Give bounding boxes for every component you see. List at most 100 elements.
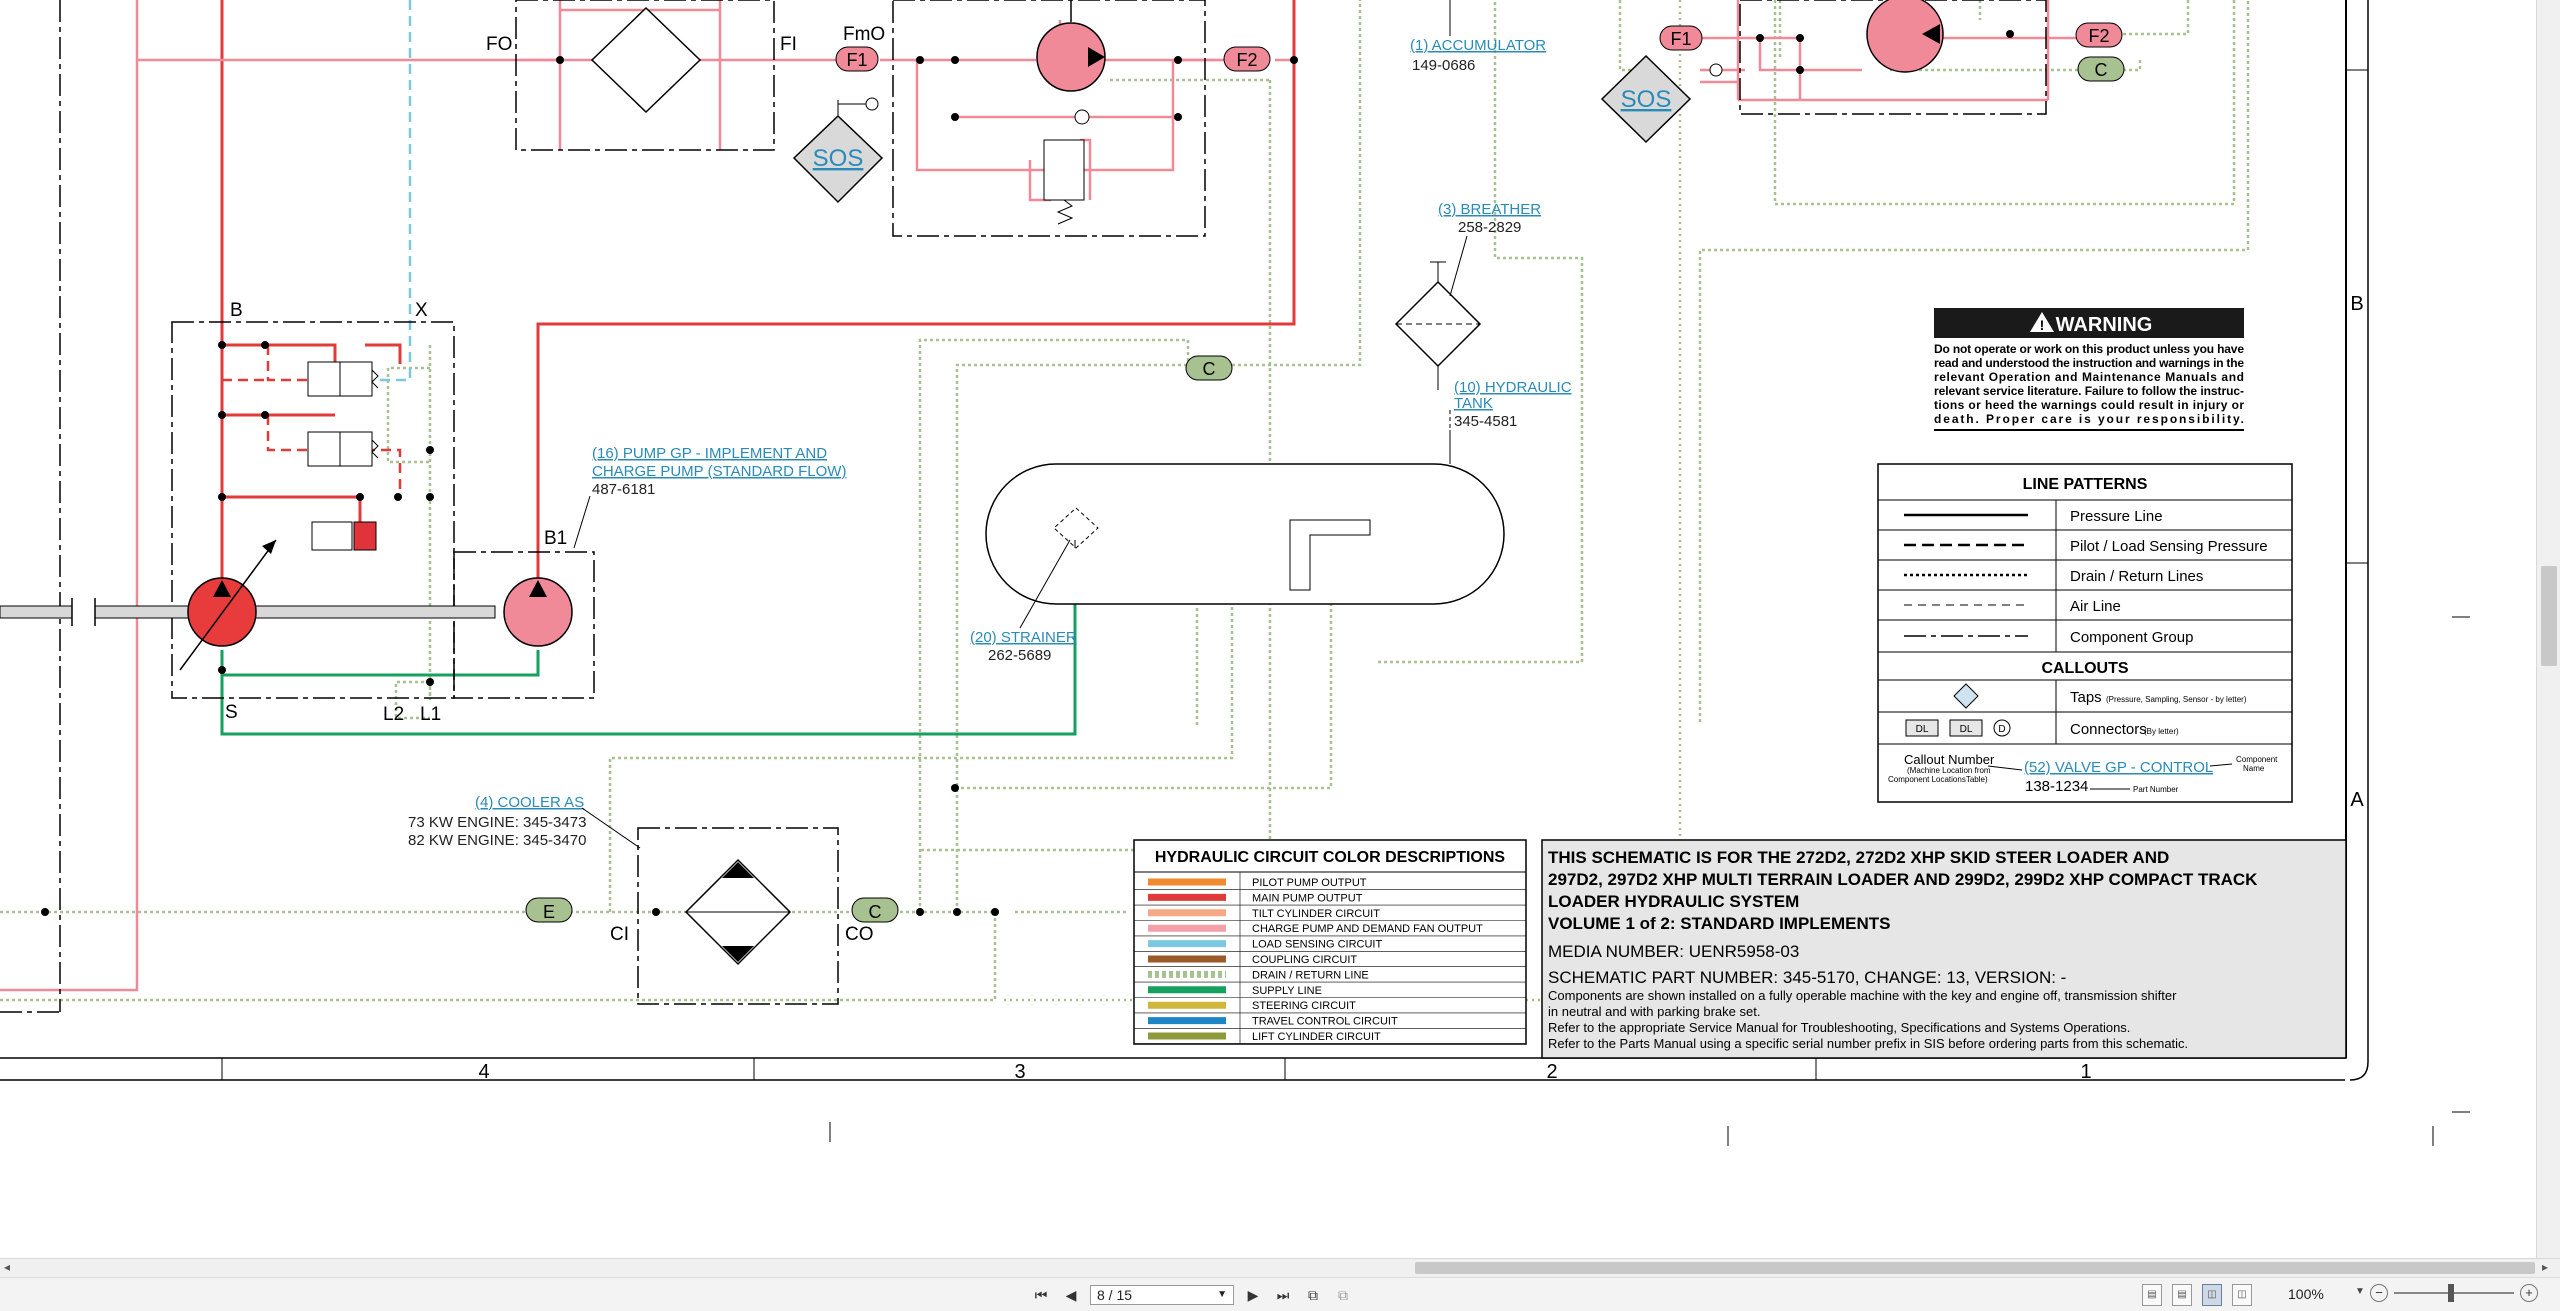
warning-title: WARNING	[2056, 314, 2153, 336]
page-thumbnail-icon[interactable]: ⧉	[1338, 1286, 1348, 1303]
color-desc-label: STEERING CIRCUIT	[1252, 1000, 1356, 1012]
port-e: E	[543, 902, 555, 922]
prev-page-icon[interactable]: ◀	[1065, 1286, 1077, 1303]
callout-tank[interactable]: (10) HYDRAULIC	[1454, 379, 1572, 396]
callout-accumulator[interactable]: (1) ACCUMULATOR	[1410, 37, 1546, 54]
scroll-right-icon[interactable]: ▸	[2542, 1260, 2549, 1274]
port-c-cooler: C	[869, 902, 882, 922]
status-bar: ⏮ ◀ 8 / 15▼ ▶ ⏭ ⧉ ⧉ ▤ ▤ ◫ ◫ 100% ▼ − +	[0, 1277, 2560, 1311]
callouts: (1) ACCUMULATOR 149-0686 (3) BREATHER 25…	[408, 0, 1572, 849]
port-c-center: C	[1203, 359, 1216, 379]
port-fo: FO	[486, 34, 512, 55]
callout-cooler[interactable]: (4) COOLER AS	[475, 794, 584, 811]
pattern-drain: Drain / Return Lines	[2070, 568, 2203, 585]
zoom-slider-thumb[interactable]	[2448, 1284, 2454, 1302]
svg-text:82 KW ENGINE: 345-3470: 82 KW ENGINE: 345-3470	[408, 832, 586, 849]
port-l1: L1	[420, 704, 441, 725]
pattern-pilot: Pilot / Load Sensing Pressure	[2070, 538, 2268, 555]
svg-text:73 KW ENGINE: 345-3473: 73 KW ENGINE: 345-3473	[408, 814, 586, 831]
continuous-view-icon[interactable]: ▤	[2172, 1284, 2192, 1306]
grid-labels: 4 3 2 1 B A	[478, 293, 2364, 1083]
grid-row-b: B	[2350, 293, 2363, 315]
line-patterns-legend: LINE PATTERNS Pressure Line Pilot / Load…	[1877, 463, 2293, 803]
schematic-part-number: SCHEMATIC PART NUMBER: 345-5170, CHANGE:…	[1548, 968, 2066, 987]
callout-breather[interactable]: (3) BREATHER	[1438, 201, 1541, 218]
callout-pump[interactable]: (16) PUMP GP - IMPLEMENT AND	[592, 445, 827, 462]
example-callout: (52) VALVE GP - CONTROL	[2024, 759, 2213, 776]
valve-springs	[371, 369, 379, 459]
scroll-left-icon[interactable]: ◂	[4, 1260, 11, 1274]
warning-line: death. Proper care is your responsibilit…	[1934, 412, 2244, 426]
svg-text:(Machine Location from: (Machine Location from	[1907, 766, 1991, 775]
volume-text: VOLUME 1 of 2: STANDARD IMPLEMENTS	[1548, 914, 1891, 933]
port-f2: F2	[1236, 50, 1257, 70]
color-desc-label: MAIN PUMP OUTPUT	[1252, 892, 1363, 904]
color-desc-label: COUPLING CIRCUIT	[1252, 954, 1357, 966]
grid-col-4: 4	[478, 1061, 489, 1083]
page-navigation: ⏮ ◀ 8 / 15▼ ▶ ⏭ ⧉ ⧉	[1030, 1284, 1354, 1306]
page-number-input[interactable]: 8 / 15▼	[1090, 1285, 1234, 1305]
load-sensing-lines	[380, 0, 412, 382]
charge-pump-top	[1036, 0, 1106, 92]
grid-col-1: 1	[2080, 1061, 2091, 1083]
title-note-line: Refer to the appropriate Service Manual …	[1548, 1020, 2130, 1035]
color-desc-label: DRAIN / RETURN LINE	[1252, 969, 1369, 981]
port-b: B	[230, 300, 243, 321]
title-note-line: in neutral and with parking brake set.	[1548, 1004, 1760, 1019]
zoom-control: − +	[2370, 1284, 2538, 1302]
port-s: S	[225, 702, 238, 723]
pattern-component: Component Group	[2070, 629, 2193, 646]
color-desc-label: LIFT CYLINDER CIRCUIT	[1252, 1031, 1381, 1043]
single-page-view-icon[interactable]: ▤	[2142, 1284, 2162, 1306]
warning-box: ! WARNING Do not operate or work on this…	[1934, 308, 2244, 431]
port-ci: CI	[610, 924, 629, 945]
first-page-icon[interactable]: ⏮	[1034, 1286, 1048, 1303]
continuous-facing-view-icon[interactable]: ◫	[2232, 1284, 2252, 1306]
main-pump-symbol	[179, 539, 277, 671]
pattern-air: Air Line	[2070, 598, 2121, 615]
pattern-pressure: Pressure Line	[2070, 508, 2163, 525]
port-f1: F1	[846, 50, 867, 70]
next-page-icon[interactable]: ▶	[1247, 1286, 1259, 1303]
zoom-in-icon[interactable]: +	[2520, 1284, 2538, 1302]
connectors: F1 F2 F1 F2 C C E C	[525, 22, 2125, 923]
zoom-slider[interactable]	[2394, 1284, 2514, 1302]
svg-text:TANK: TANK	[1454, 395, 1493, 412]
title-note-line: Components are shown installed on a full…	[1548, 988, 2177, 1003]
zoom-level[interactable]: 100%	[2288, 1286, 2324, 1302]
svg-text:258-2829: 258-2829	[1458, 219, 1521, 236]
color-desc-label: SUPPLY LINE	[1252, 985, 1322, 997]
color-desc-label: PILOT PUMP OUTPUT	[1252, 877, 1367, 889]
cooler-symbol	[684, 858, 792, 966]
warning-line: read and understood the instruction and …	[1934, 356, 2244, 370]
svg-text:149-0686: 149-0686	[1412, 57, 1475, 74]
svg-text:CHARGE PUMP (STANDARD FLOW): CHARGE PUMP (STANDARD FLOW)	[592, 463, 846, 480]
view-mode-buttons: ▤ ▤ ◫ ◫	[2142, 1284, 2252, 1306]
color-desc-label: TRAVEL CONTROL CIRCUIT	[1252, 1016, 1398, 1028]
vertical-scrollbar[interactable]	[2536, 0, 2560, 1258]
facing-view-icon[interactable]: ◫	[2202, 1284, 2222, 1306]
main-pump-lines	[220, 0, 1296, 582]
sos-link: SOS	[813, 145, 864, 172]
horizontal-scroll-thumb[interactable]	[1415, 1262, 2535, 1274]
svg-text:(Pressure, Sampling, Sensor -: (Pressure, Sampling, Sensor - by letter)	[2106, 695, 2247, 704]
copy-page-icon[interactable]: ⧉	[1308, 1286, 1318, 1303]
title-heading-line: 297D2, 297D2 XHP MULTI TERRAIN LOADER AN…	[1548, 870, 2258, 889]
port-fi: FI	[780, 34, 797, 55]
callouts-title: CALLOUTS	[2041, 660, 2128, 677]
port-x: X	[415, 300, 428, 321]
port-labels: FO FI FmO B X B1 S L2 L1 CI CO	[225, 24, 885, 945]
zoom-dropdown-icon[interactable]: ▼	[2355, 1286, 2365, 1297]
horizontal-scrollbar[interactable]: ◂ ▸	[0, 1258, 2560, 1277]
document-viewport[interactable]: 4 3 2 1 B A	[0, 0, 2536, 1258]
port-f1-right: F1	[1670, 29, 1691, 49]
hydraulic-tank	[985, 430, 1505, 605]
title-heading-line: THIS SCHEMATIC IS FOR THE 272D2, 272D2 X…	[1548, 848, 2169, 867]
title-block: THIS SCHEMATIC IS FOR THE 272D2, 272D2 X…	[1541, 839, 2347, 1059]
last-page-icon[interactable]: ⏭	[1276, 1286, 1290, 1303]
callout-strainer[interactable]: (20) STRAINER	[970, 629, 1077, 646]
zoom-out-icon[interactable]: −	[2370, 1284, 2388, 1302]
line-patterns-title: LINE PATTERNS	[2023, 476, 2148, 493]
svg-text:487-6181: 487-6181	[592, 481, 655, 498]
vertical-scroll-thumb[interactable]	[2541, 566, 2557, 666]
